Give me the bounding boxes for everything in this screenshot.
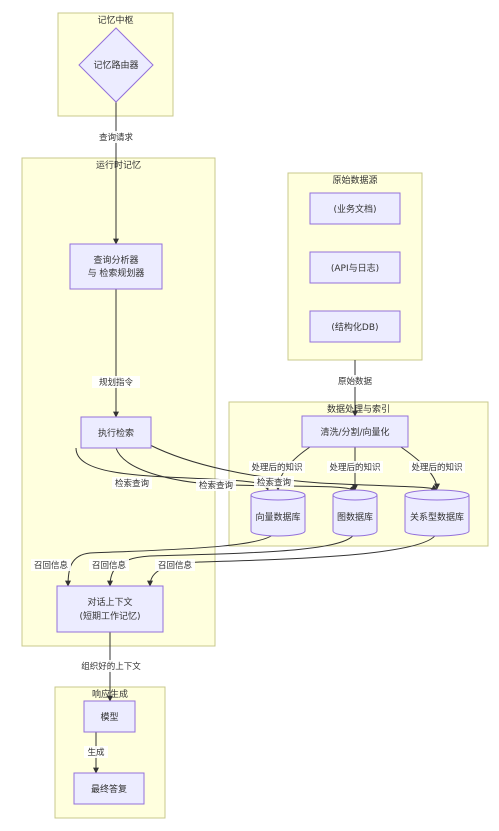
node-structured-db[interactable]: (结构化DB) xyxy=(309,310,401,343)
node-memory-router-label: 记忆路由器 xyxy=(93,59,138,71)
node-query-analyzer[interactable]: 查询分析器 与 检索规划器 xyxy=(69,243,163,290)
edge-label-retrieve-query-3: 检索查询 xyxy=(257,477,291,488)
node-query-analyzer-label-2: 与 检索规划器 xyxy=(88,267,145,279)
edge-label-raw-data: 原始数据 xyxy=(338,376,373,387)
node-clean-split-vectorize[interactable]: 清洗/分割/向量化 xyxy=(301,415,409,448)
edge-labels: 查询请求 规划指令 检索查询 检索查询 检索查询 原始数据 处理后的知识 处理后… xyxy=(31,131,465,758)
edge-label-recall-3: 召回信息 xyxy=(158,560,193,571)
node-business-docs[interactable]: (业务文档) xyxy=(309,192,401,225)
node-structured-db-label: (结构化DB) xyxy=(331,321,378,333)
node-memory-router[interactable]: 记忆路由器 xyxy=(78,27,154,103)
edge-relational-to-context xyxy=(147,530,438,587)
cluster-runtime-memory-title: 运行时记忆 xyxy=(96,159,141,171)
node-dialog-context-label-1: 对话上下文 xyxy=(87,596,132,608)
node-model[interactable]: 模型 xyxy=(83,700,136,733)
node-final-answer[interactable]: 最终答复 xyxy=(73,772,145,805)
edge-label-query-request: 查询请求 xyxy=(99,132,134,143)
edge-label-processed-3: 处理后的知识 xyxy=(411,462,462,473)
node-final-answer-label: 最终答复 xyxy=(91,783,127,795)
node-execute-retrieval[interactable]: 执行检索 xyxy=(80,416,152,449)
node-dialog-context-label-2: (短期工作记忆) xyxy=(79,610,140,622)
edge-label-organized-context: 组织好的上下文 xyxy=(81,661,141,672)
edge-label-recall-2: 召回信息 xyxy=(92,560,127,571)
edge-label-retrieve-query-1: 检索查询 xyxy=(115,478,149,489)
node-relational-db[interactable]: 关系型数据库 xyxy=(404,489,470,537)
node-graph-db-label: 图数据库 xyxy=(337,511,373,523)
edge-label-generate: 生成 xyxy=(87,747,105,758)
node-relational-db-label: 关系型数据库 xyxy=(410,511,464,523)
edge-executor-to-relational xyxy=(149,444,438,491)
edge-label-retrieve-query-2: 检索查询 xyxy=(199,480,233,491)
edge-label-processed-2: 处理后的知识 xyxy=(329,462,380,473)
node-vector-db[interactable]: 向量数据库 xyxy=(250,489,306,537)
cluster-memory-hub-title: 记忆中枢 xyxy=(97,14,133,26)
edge-label-recall-1: 召回信息 xyxy=(34,560,69,571)
node-api-logs-label: (API与日志) xyxy=(331,262,379,274)
node-model-label: 模型 xyxy=(100,712,118,723)
node-graph-db[interactable]: 图数据库 xyxy=(332,489,378,537)
node-vector-db-label: 向量数据库 xyxy=(255,511,300,523)
cluster-runtime-memory: 运行时记忆 xyxy=(21,157,216,647)
node-dialog-context[interactable]: 对话上下文 (短期工作记忆) xyxy=(56,585,164,633)
node-execute-retrieval-label: 执行检索 xyxy=(98,427,134,439)
node-query-analyzer-label-1: 查询分析器 xyxy=(93,254,138,266)
node-clean-split-vectorize-label: 清洗/分割/向量化 xyxy=(320,426,389,438)
node-business-docs-label: (业务文档) xyxy=(333,203,376,215)
edge-label-processed-1: 处理后的知识 xyxy=(251,462,302,473)
edge-label-plan-instruction: 规划指令 xyxy=(99,377,134,388)
cluster-processing-title: 数据处理与索引 xyxy=(327,403,390,415)
node-api-logs[interactable]: (API与日志) xyxy=(309,251,401,284)
cluster-raw-sources-title: 原始数据源 xyxy=(332,174,377,186)
